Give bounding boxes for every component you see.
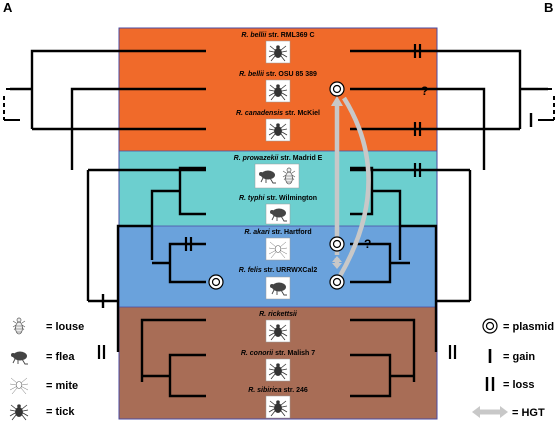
louse-icon xyxy=(12,317,26,335)
uncertain-marker: ? xyxy=(364,237,371,251)
panel-label-b: B xyxy=(544,0,553,15)
panel-label-a: A xyxy=(3,0,13,15)
plasmid-icon xyxy=(329,81,345,97)
loss-icon xyxy=(413,163,422,177)
loss-markers xyxy=(97,44,457,359)
plasmid-icon xyxy=(329,236,345,252)
band-border xyxy=(118,27,438,420)
plasmid-icon xyxy=(482,318,498,334)
taxon-labels: R. bellii str. RML369 C R. bellii str. O… xyxy=(234,32,323,394)
legend-label-hgt: = HGT xyxy=(512,407,545,419)
legend-label-louse: = louse xyxy=(46,321,84,333)
loss-icon xyxy=(413,122,422,136)
host-icons xyxy=(254,40,300,419)
taxon-label-akari: R. akari str. Hartford xyxy=(244,229,311,236)
taxon-label-prowazekii: R. prowazekii str. Madrid E xyxy=(234,155,323,162)
taxon-label-typhi: R. typhi str. Wilmington xyxy=(239,195,317,202)
taxon-label-rickettsii: R. rickettsii xyxy=(259,311,298,318)
plasmid-icon xyxy=(329,274,345,290)
hgt-arrow-icon xyxy=(472,406,508,418)
tree-a-dashed-root xyxy=(3,88,20,121)
hgt-arrows xyxy=(331,96,371,278)
event-legend: = plasmid = gain = loss = HGT xyxy=(472,318,554,419)
tick-icon xyxy=(9,403,29,421)
loss-icon xyxy=(448,345,457,359)
host-legend: = louse = flea = mite = tick xyxy=(9,317,84,421)
loss-icon xyxy=(485,377,495,391)
tree-b xyxy=(350,49,548,398)
taxon-label-canadensis: R. canadensis str. McKiel xyxy=(236,110,320,117)
plasmid-icon xyxy=(208,274,224,290)
tree-b-dashed-root xyxy=(538,88,555,121)
loss-icon xyxy=(97,345,106,359)
gain-markers xyxy=(101,113,533,308)
legend-label-flea: = flea xyxy=(46,351,75,363)
legend-label-loss: = loss xyxy=(503,379,535,391)
taxon-label-bellii-rml369: R. bellii str. RML369 C xyxy=(241,32,314,39)
mite-icon xyxy=(9,377,29,395)
legend-label-plasmid: = plasmid xyxy=(503,321,554,333)
taxon-label-conorii: R. conorii str. Malish 7 xyxy=(241,350,315,357)
taxon-label-felis: R. felis str. URRWXCal2 xyxy=(239,267,318,274)
plasmid-markers xyxy=(208,81,345,290)
legend-label-mite: = mite xyxy=(46,380,78,392)
loss-icon xyxy=(184,237,193,251)
legend-label-tick: = tick xyxy=(46,406,75,418)
taxon-label-sibirica: R. sibirica str. 246 xyxy=(248,387,308,394)
taxon-label-bellii-osu: R. bellii str. OSU 85 389 xyxy=(239,71,317,78)
uncertain-marker: ? xyxy=(421,84,428,98)
legend-label-gain: = gain xyxy=(503,351,535,363)
loss-icon xyxy=(413,44,422,58)
flea-icon xyxy=(10,351,29,365)
tree-a xyxy=(10,49,206,398)
